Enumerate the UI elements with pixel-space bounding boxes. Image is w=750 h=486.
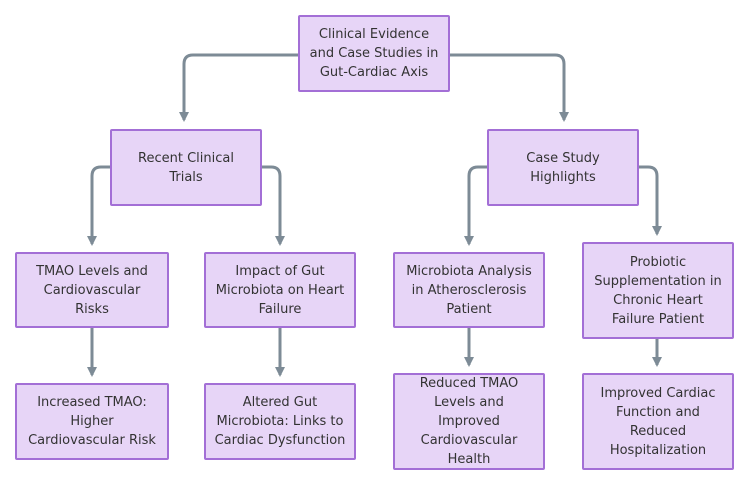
node-case-study-highlights: Case Study Highlights xyxy=(487,129,639,206)
node-increased-tmao: Increased TMAO: Higher Cardiovascular Ri… xyxy=(15,383,169,460)
node-altered-gut-microbiota: Altered Gut Microbiota: Links to Cardiac… xyxy=(204,383,356,460)
node-probiotic-supplementation: Probiotic Supplementation in Chronic Hea… xyxy=(582,242,734,339)
node-tmao-levels: TMAO Levels and Cardiovascular Risks xyxy=(15,252,169,328)
node-recent-clinical-trials: Recent Clinical Trials xyxy=(110,129,262,206)
node-root: Clinical Evidence and Case Studies in Gu… xyxy=(298,15,450,92)
node-reduced-tmao: Reduced TMAO Levels and Improved Cardiov… xyxy=(393,373,545,470)
edge-trials-impact xyxy=(262,165,285,246)
node-improved-cardiac-function: Improved Cardiac Function and Reduced Ho… xyxy=(582,373,734,470)
node-microbiota-analysis: Microbiota Analysis in Atherosclerosis P… xyxy=(393,252,545,328)
edge-trials-tmao xyxy=(87,165,110,246)
node-impact-gut-microbiota: Impact of Gut Microbiota on Heart Failur… xyxy=(204,252,356,328)
edge-cases-probiotic xyxy=(639,165,662,236)
edge-root-trials xyxy=(179,53,298,122)
edge-cases-microbiota xyxy=(464,165,487,246)
edge-root-cases xyxy=(450,53,569,122)
